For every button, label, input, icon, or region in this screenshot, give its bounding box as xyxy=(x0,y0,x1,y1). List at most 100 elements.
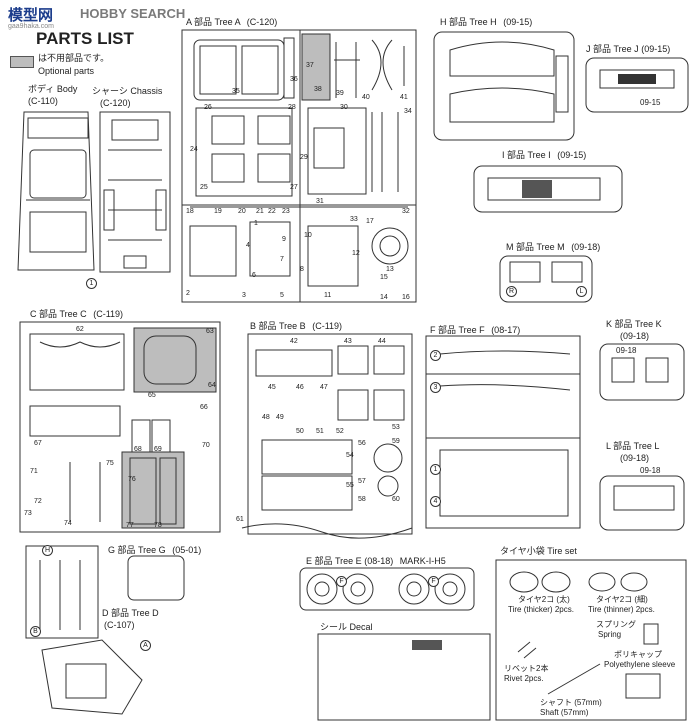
part-30: 30 xyxy=(340,104,348,111)
tree-i-code: (09-15) xyxy=(557,150,587,160)
body-label: ボディ Body xyxy=(28,84,78,94)
part-51: 51 xyxy=(316,428,324,435)
part-8: 8 xyxy=(300,266,304,273)
watermark-url: gaa9haka.com xyxy=(8,23,54,30)
tree-k-label: K 部品 Tree K xyxy=(606,319,662,329)
part-32: 32 xyxy=(402,208,410,215)
tree-g-label: G 部品 Tree G (05-01) xyxy=(108,545,201,555)
part-48: 48 xyxy=(262,414,270,421)
spring-jp: スプリング xyxy=(596,620,636,629)
part-6: 6 xyxy=(252,272,256,279)
tree-e-f-marker-left: F xyxy=(336,576,347,587)
part-69: 69 xyxy=(154,446,162,453)
tree-f-part-1: 1 xyxy=(430,464,441,475)
part-7: 7 xyxy=(280,256,284,263)
part-55: 55 xyxy=(346,482,354,489)
part-15: 15 xyxy=(380,274,388,281)
part-4: 4 xyxy=(246,242,250,249)
part-18: 18 xyxy=(186,208,194,215)
part-14: 14 xyxy=(380,294,388,301)
tree-f-code: (08-17) xyxy=(491,325,521,335)
part-38: 38 xyxy=(314,86,322,93)
tree-h-label: H 部品 Tree H (09-15) xyxy=(440,17,532,27)
tree-f-label: F 部品 Tree F (08-17) xyxy=(430,325,520,335)
tree-c-name: C 部品 Tree C xyxy=(30,309,87,319)
tree-f-part-3: 3 xyxy=(430,382,441,393)
part-50: 50 xyxy=(296,428,304,435)
tree-g-code: (05-01) xyxy=(172,545,202,555)
part-36: 36 xyxy=(290,76,298,83)
part-44: 44 xyxy=(378,338,386,345)
part-52: 52 xyxy=(336,428,344,435)
tree-d-label: D 部品 Tree D xyxy=(102,608,159,618)
tree-j-name: J 部品 Tree J xyxy=(586,44,639,54)
part-22: 22 xyxy=(268,208,276,215)
tree-b-code: (C-119) xyxy=(312,321,343,331)
tree-e-model: MARK-I-H5 xyxy=(399,556,446,566)
part-13: 13 xyxy=(386,266,394,273)
part-5: 5 xyxy=(280,292,284,299)
tire-set-title: タイヤ小袋 Tire set xyxy=(500,546,577,556)
tree-c-code: (C-119) xyxy=(93,309,124,319)
tree-d-a-marker: A xyxy=(140,640,151,651)
tree-l-code: (09-18) xyxy=(620,453,650,463)
part-54: 54 xyxy=(346,452,354,459)
part-1: 1 xyxy=(254,220,258,227)
part-42: 42 xyxy=(290,338,298,345)
tree-m-name: M 部品 Tree M xyxy=(506,242,565,252)
tree-h-name: H 部品 Tree H xyxy=(440,17,497,27)
tire-thick-jp: タイヤ2コ (太) xyxy=(518,595,570,604)
page-title: PARTS LIST xyxy=(36,29,134,48)
part-59: 59 xyxy=(392,438,400,445)
rivet-jp: リベット2本 xyxy=(504,664,549,673)
tree-a-name: A 部品 Tree A xyxy=(186,17,241,27)
part-29: 29 xyxy=(300,154,308,161)
part-10: 10 xyxy=(304,232,312,239)
part-65: 65 xyxy=(148,392,156,399)
part-46: 46 xyxy=(296,384,304,391)
tree-e-code: (08-18) xyxy=(364,556,394,566)
part-39: 39 xyxy=(336,90,344,97)
part-24: 24 xyxy=(190,146,198,153)
tree-m-right-marker: R xyxy=(506,286,517,297)
part-35: 35 xyxy=(232,88,240,95)
part-66: 66 xyxy=(200,404,208,411)
part-25: 25 xyxy=(200,184,208,191)
part-75: 75 xyxy=(106,460,114,467)
rivet-en: Rivet 2pcs. xyxy=(504,674,544,683)
tire-thin-en: Tire (thinner) 2pcs. xyxy=(588,605,655,614)
tire-thin-jp: タイヤ2コ (細) xyxy=(596,595,648,604)
part-27: 27 xyxy=(290,184,298,191)
watermark-brand: 模型网 xyxy=(8,7,54,24)
part-43: 43 xyxy=(344,338,352,345)
tree-a-code: (C-120) xyxy=(246,17,278,27)
part-78: 78 xyxy=(154,522,162,529)
tree-k-code: (09-18) xyxy=(620,331,650,341)
part-53: 53 xyxy=(392,424,400,431)
tree-f-name: F 部品 Tree F xyxy=(430,325,485,335)
part-2: 2 xyxy=(186,290,190,297)
part-73: 73 xyxy=(24,510,32,517)
part-37: 37 xyxy=(306,62,314,69)
part-47: 47 xyxy=(320,384,328,391)
part-58: 58 xyxy=(358,496,366,503)
part-34: 34 xyxy=(404,108,412,115)
part-28: 28 xyxy=(288,104,296,111)
part-31: 31 xyxy=(316,198,324,205)
tree-g-name: G 部品 Tree G xyxy=(108,545,166,555)
part-3: 3 xyxy=(242,292,246,299)
shaft-en: Shaft (57mm) xyxy=(540,708,589,717)
part-76: 76 xyxy=(128,476,136,483)
part-41: 41 xyxy=(400,94,408,101)
chassis-code: (C-120) xyxy=(100,98,131,108)
part-62: 62 xyxy=(76,326,84,333)
optional-swatch xyxy=(10,56,34,68)
part-11: 11 xyxy=(324,292,332,299)
tree-e-label: E 部品 Tree E (08-18) MARK-I-H5 xyxy=(306,556,446,566)
tree-m-code: (09-18) xyxy=(571,242,601,252)
part-33: 33 xyxy=(350,216,358,223)
part-72: 72 xyxy=(34,498,42,505)
optional-en: Optional parts xyxy=(38,66,95,76)
tree-k-stamp: 09-18 xyxy=(616,346,637,355)
shaft-jp: シャフト (57mm) xyxy=(540,698,602,707)
